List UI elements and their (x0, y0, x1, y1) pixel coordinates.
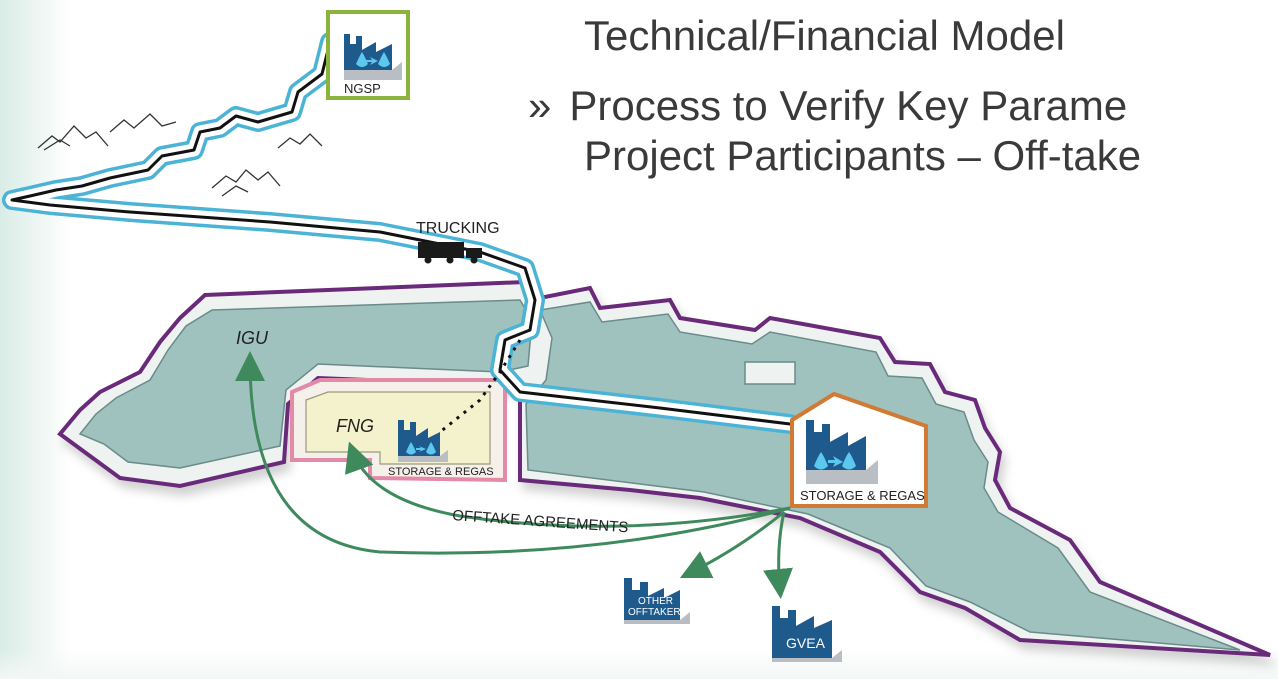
trucking-label: TRUCKING (416, 220, 500, 237)
slide-subtitle: Technical/Financial Model (584, 12, 1065, 59)
bullet-text: Process to Verify Key Parame (569, 82, 1128, 129)
other-offtakers-label-line2: OFFTAKERS (628, 607, 688, 618)
other-offtakers-label-line1: OTHER (638, 596, 673, 607)
truck-icon (418, 242, 482, 264)
other-offtakers-icon (624, 578, 690, 624)
bullet-text-line2: Project Participants – Off-take (584, 132, 1142, 179)
mountains (37, 113, 323, 197)
arrow-to-fng (345, 441, 791, 528)
arrow-to-other-offtakers (679, 510, 785, 579)
fng-storage-label: STORAGE & REGAS (388, 466, 494, 478)
bullet-item: » Process to Verify Key Parame (528, 80, 1127, 132)
bottom-gradient-band (0, 649, 1278, 679)
map-notch (744, 361, 796, 385)
gvea-label: GVEA (786, 635, 826, 651)
main-plant-icon (806, 420, 878, 484)
main-storage-label: STORAGE & REGAS (800, 488, 925, 503)
trucking-route-line (10, 40, 792, 426)
main-storage-facility: STORAGE & REGAS (790, 391, 928, 508)
left-gradient-band (0, 0, 70, 679)
gvea-icon (772, 606, 842, 662)
arrow-to-gvea (763, 511, 793, 599)
ngsp-facility: NGSP (326, 10, 410, 100)
igu-label: IGU (236, 328, 269, 348)
fng-label: FNG (336, 416, 374, 436)
service-region-west (78, 299, 533, 469)
offtake-arrows (235, 351, 793, 599)
arrow-to-igu (235, 351, 791, 555)
ngsp-plant-icon (344, 34, 402, 80)
offtake-agreements-label: OFFTAKE AGREEMENTS (452, 507, 629, 536)
fng-lateral-dotted (439, 339, 522, 434)
fng-plant-icon (398, 420, 448, 462)
ngsp-label: NGSP (344, 81, 381, 96)
bullet-marker: » (528, 82, 552, 129)
trucking-route (2, 32, 800, 434)
